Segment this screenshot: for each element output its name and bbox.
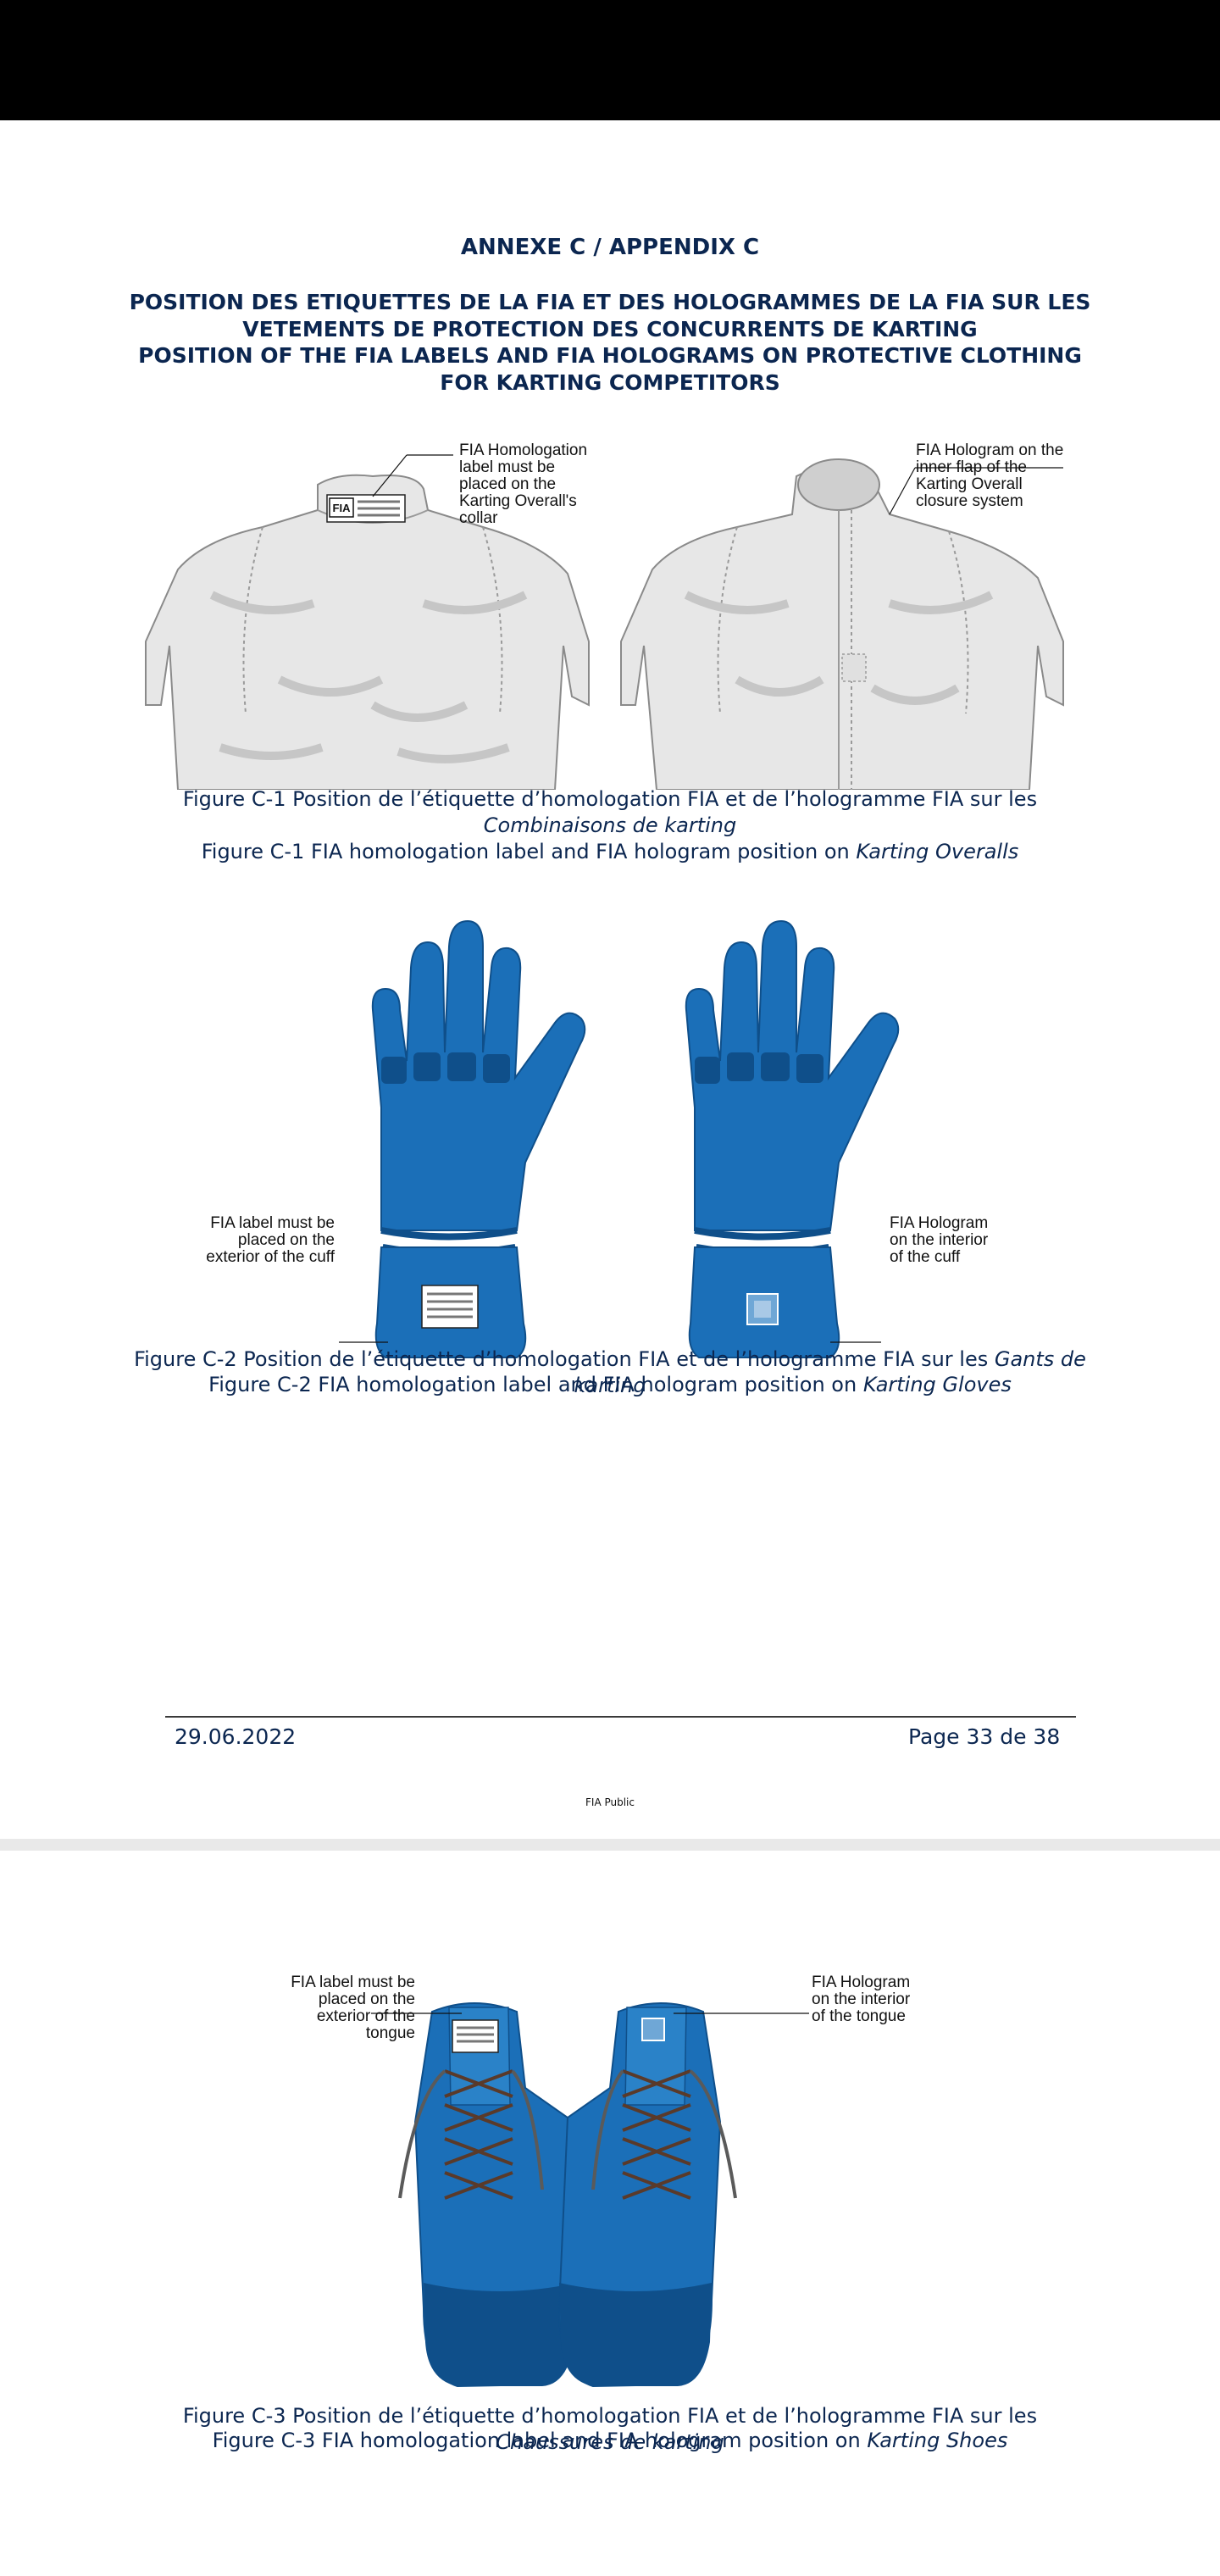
figure-c2-caption-fr: Figure C-2 Position de l’étiquette d’hom… (134, 1347, 1086, 1397)
document-page-33: ANNEXE C / APPENDIX C POSITION DES ETIQU… (0, 120, 1220, 1849)
figure-c1-overalls: FIA (144, 425, 1068, 791)
page-separator (0, 1839, 1220, 1851)
c1-callout-left: FIA Homologation label must be placed on… (459, 441, 588, 527)
title-line-4: FOR KARTING COMPETITORS (440, 370, 780, 395)
footer-rule (165, 1716, 1076, 1718)
figure-c3-caption-en: Figure C-3 FIA homologation label and FI… (212, 2429, 1008, 2452)
c3-callout-right: FIA Hologram on the interior of the tong… (812, 1974, 911, 2025)
c3-callout-left: FIA label must be placed on the exterior… (291, 1974, 415, 2042)
figure-c2-caption-en: Figure C-2 FIA homologation label and FI… (208, 1373, 1012, 1396)
figure-c3-caption-fr: Figure C-3 Position de l’étiquette d’hom… (182, 2404, 1038, 2454)
shoe-left (371, 2002, 578, 2388)
shoes-illustration (371, 2002, 809, 2388)
glove-right (685, 919, 900, 1358)
figure-c3-shoes (288, 1978, 932, 2401)
fia-label-text: FIA (333, 502, 352, 514)
figure-c1-caption-fr: Figure C-1 Position de l’étiquette d’hom… (182, 787, 1038, 837)
gloves-illustration (339, 919, 900, 1358)
overall-front-view (620, 458, 1064, 791)
c1-callout-right: FIA Hologram on the inner flap of the Ka… (916, 441, 1064, 510)
c2-callout-left: FIA label must be placed on the exterior… (206, 1214, 335, 1266)
title-line-1: POSITION DES ETIQUETTES DE LA FIA ET DES… (129, 290, 1091, 314)
classification-label: FIA Public (585, 1796, 635, 1808)
footer-page-number: Page 33 de 38 (908, 1724, 1061, 1749)
shoe-right (557, 2002, 809, 2388)
overalls-illustration: FIA (145, 454, 1064, 791)
c2-callout-right: FIA Hologram on the interior of the cuff (890, 1214, 989, 1266)
title-line-3: POSITION OF THE FIA LABELS AND FIA HOLOG… (138, 343, 1082, 368)
footer-date: 29.06.2022 (175, 1724, 297, 1749)
document-page-34: FIA label must be placed on the exterior… (0, 1851, 1220, 2576)
overall-back-view: FIA (145, 454, 590, 791)
figure-c1-caption-en: Figure C-1 FIA homologation label and FI… (201, 840, 1019, 863)
glove-left (339, 919, 586, 1358)
title-line-2: VETEMENTS DE PROTECTION DES CONCURRENTS … (242, 317, 978, 341)
annex-title: ANNEXE C / APPENDIX C (460, 235, 760, 260)
figure-c2-gloves (203, 908, 1017, 1459)
viewer-top-bar (0, 0, 1220, 120)
